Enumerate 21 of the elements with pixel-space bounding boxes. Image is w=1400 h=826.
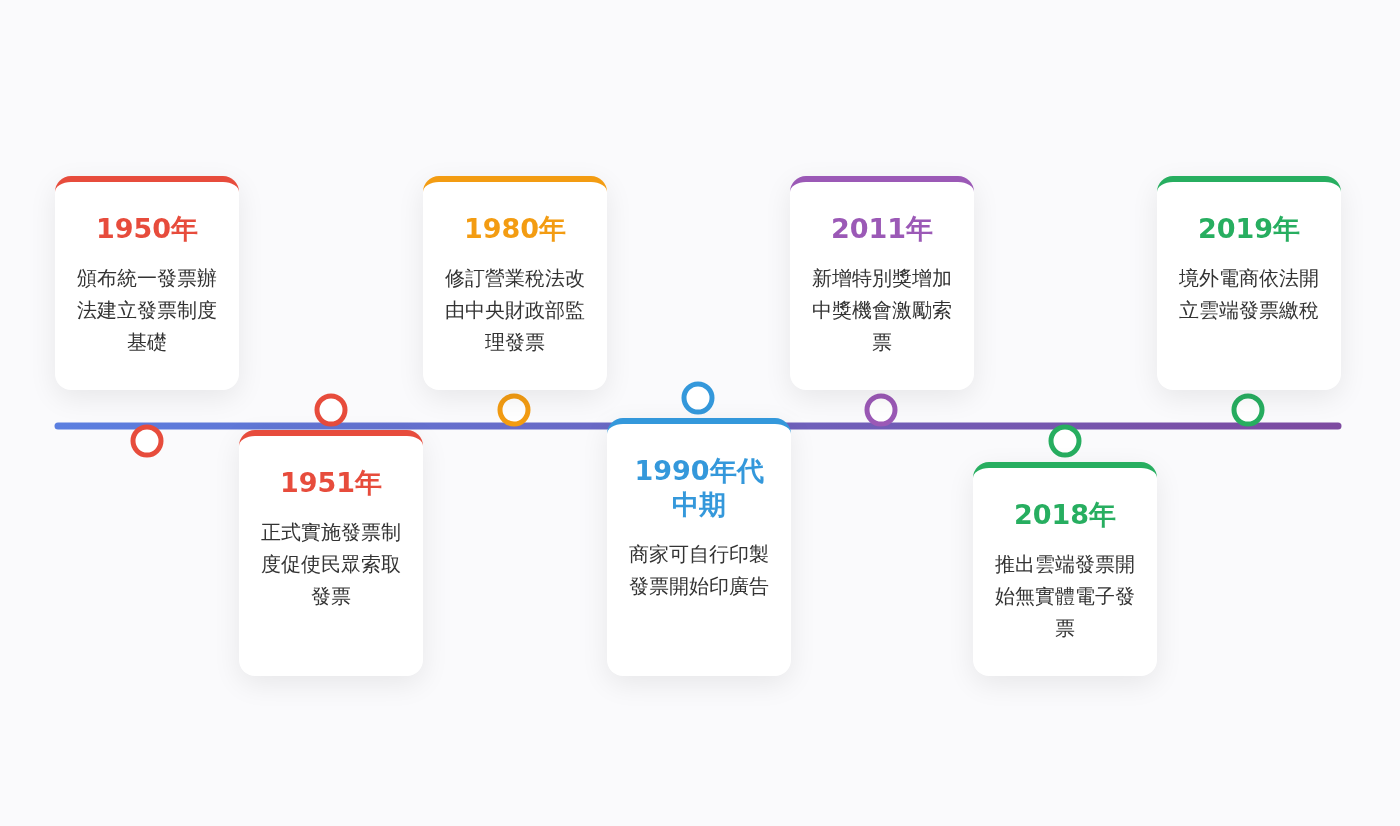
event-description: 推出雲端發票開始無實體電子發票 — [995, 551, 1135, 642]
event-description: 頒布統一發票辦法建立發票制度基礎 — [77, 265, 217, 356]
year-heading: 2011年 — [829, 212, 935, 246]
event-card — [973, 462, 1157, 676]
year-heading: 2019年 — [1196, 212, 1302, 246]
event-card — [55, 176, 239, 390]
event-description: 修訂營業稅法改由中央財政部監理發票 — [445, 265, 585, 356]
event-description: 新增特別獎增加中獎機會激勵索票 — [812, 265, 952, 356]
event-card — [1157, 176, 1341, 390]
event-description: 商家可自行印製發票開始印廣告 — [629, 541, 769, 600]
year-heading: 2018年 — [1012, 498, 1118, 532]
event-description: 境外電商依法開立雲端發票繳稅 — [1179, 265, 1319, 324]
year-heading: 1990年代中期 — [633, 454, 765, 522]
event-card — [423, 176, 607, 390]
event-card — [239, 430, 423, 676]
year-heading: 1950年 — [94, 212, 200, 246]
event-description: 正式實施發票制度促使民眾索取發票 — [261, 519, 401, 610]
year-heading: 1980年 — [462, 212, 568, 246]
event-card — [790, 176, 974, 390]
event-card — [607, 418, 791, 676]
year-heading: 1951年 — [278, 466, 384, 500]
